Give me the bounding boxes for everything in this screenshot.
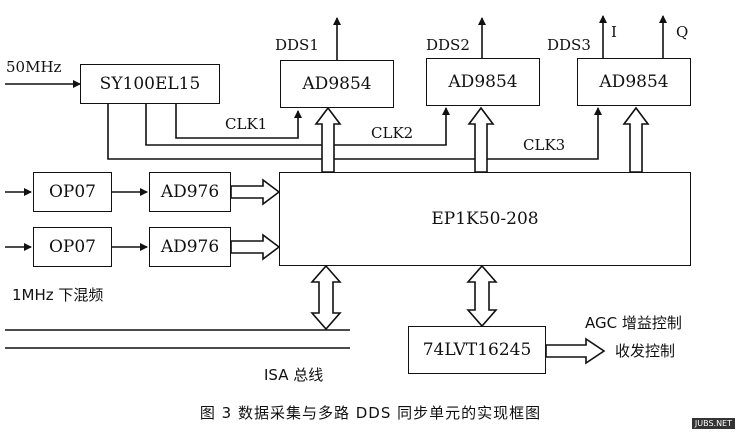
ad976-a-label: AD976: [160, 182, 220, 202]
ad976-b-label: AD976: [160, 237, 220, 257]
dds3-label: DDS3: [547, 36, 591, 54]
buffer-output-bus-arrow: [545, 337, 606, 365]
fpga-block: EP1K50-208: [279, 172, 691, 266]
q-output-label: Q: [676, 23, 689, 41]
dds2-label: DDS2: [426, 36, 470, 54]
clk3-wire: [107, 104, 602, 160]
ad9854-dds1-label: AD9854: [302, 74, 372, 94]
watermark: JUBS.NET: [691, 418, 735, 429]
clk2-wire: [145, 104, 450, 146]
ad976-b-block: AD976: [149, 227, 231, 267]
ad9854-dds2-label: AD9854: [448, 72, 518, 92]
ad976-b-bus-arrow: [230, 233, 281, 261]
fpga-to-dds1-bus-arrow: [314, 106, 342, 173]
clk3-label: CLK3: [523, 136, 566, 154]
fpga-isa-bus-arrow: [310, 264, 342, 331]
buffer-label: 74LVT16245: [422, 340, 532, 360]
ad976-a-block: AD976: [149, 172, 231, 212]
op07-b-block: OP07: [33, 227, 112, 267]
ad9854-dds1-block: AD9854: [280, 60, 394, 108]
ad9854-dds2-block: AD9854: [426, 58, 540, 106]
fpga-buffer-bus-arrow: [466, 264, 498, 328]
fpga-to-dds3-bus-arrow: [622, 106, 650, 173]
ad9854-dds3-label: AD9854: [599, 72, 669, 92]
agc-label: AGC 增益控制: [585, 314, 682, 332]
dds1-label: DDS1: [275, 36, 319, 54]
clk2-label: CLK2: [371, 124, 414, 142]
ad976-a-bus-arrow: [230, 178, 281, 206]
op07-a-block: OP07: [33, 172, 112, 212]
buffer-74lvt16245-block: 74LVT16245: [408, 326, 546, 374]
fpga-to-dds2-bus-arrow: [467, 106, 495, 173]
mixer-label: 1MHz 下混频: [12, 286, 104, 304]
op07-b-label: OP07: [48, 237, 96, 257]
i-output-label: I: [611, 23, 617, 41]
clk1-label: CLK1: [225, 115, 268, 133]
clk1-wire: [175, 104, 302, 139]
isa-bus-label: ISA 总线: [264, 366, 324, 384]
txrx-label: 收发控制: [615, 342, 676, 360]
ad9854-dds3-block: AD9854: [577, 58, 691, 106]
fpga-label: EP1K50-208: [431, 209, 539, 229]
sy100el15-block: SY100EL15: [80, 64, 220, 104]
figure-caption: 图 3 数据采集与多路 DDS 同步单元的实现框图: [199, 404, 542, 422]
clock-input-label: 50MHz: [6, 58, 62, 76]
op07-a-label: OP07: [48, 182, 96, 202]
sy100el15-label: SY100EL15: [99, 74, 201, 94]
